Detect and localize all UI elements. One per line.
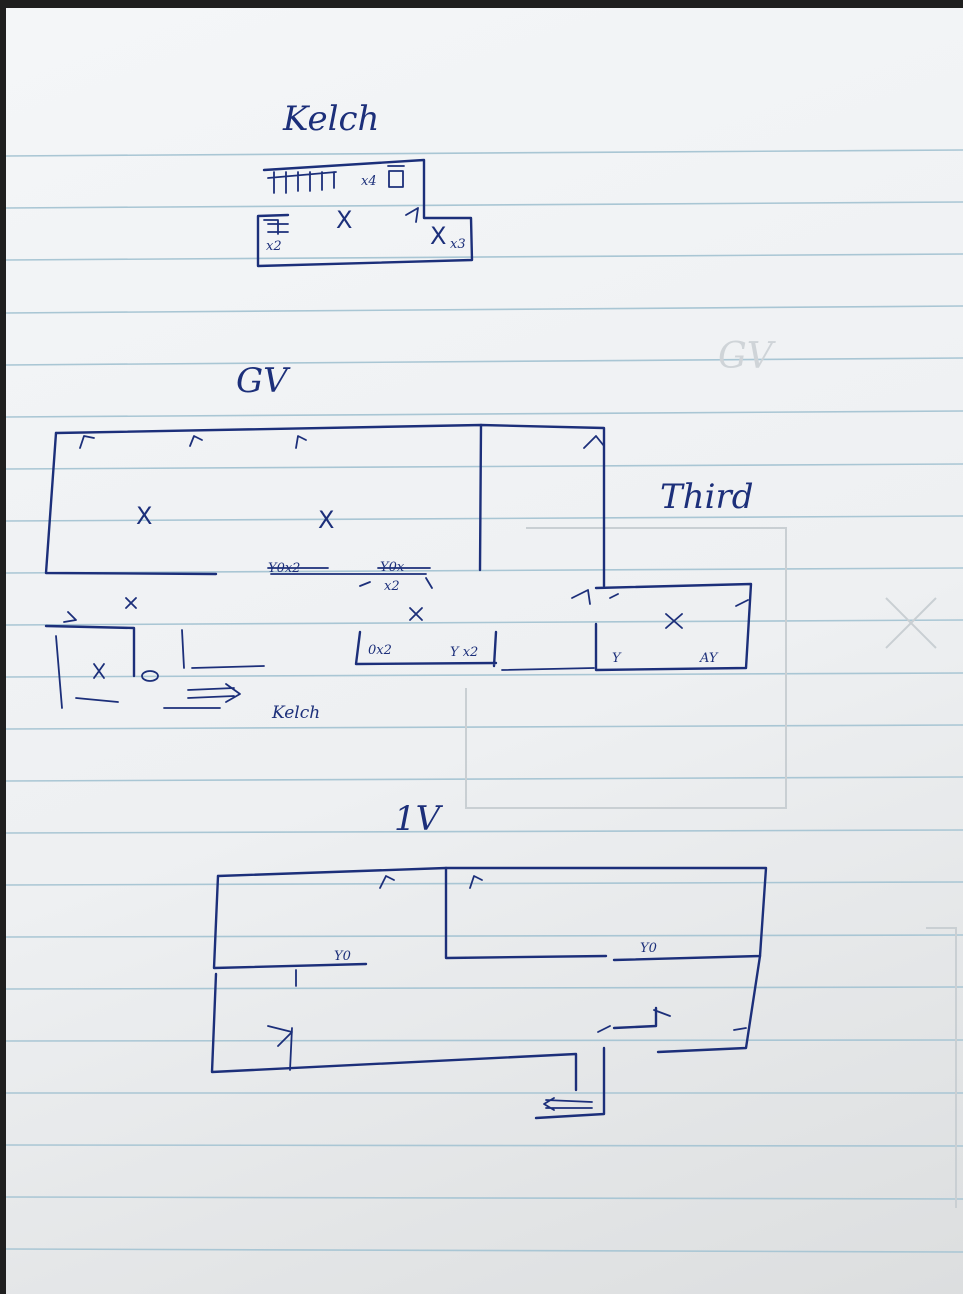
bleed-through-sketch: GV xyxy=(465,336,957,1208)
first-floor-right-wall xyxy=(656,954,762,1054)
gv-label-2: Y0x xyxy=(380,560,405,575)
third-label-2: AY xyxy=(699,651,719,666)
living-room-left-wall xyxy=(44,431,218,576)
hall-cabinets xyxy=(354,630,498,668)
ruled-lines xyxy=(6,149,963,1253)
kitchen-title: Kelch xyxy=(282,99,379,139)
svg-text:X: X xyxy=(318,506,334,534)
gv-label-3: x2 xyxy=(384,579,400,594)
kitchen-outline xyxy=(256,158,474,268)
gv-label-1: Y0x2 xyxy=(268,561,300,576)
kitchen-label-x2: x2 xyxy=(266,239,282,254)
kitchen-room-label: Kelch xyxy=(271,703,320,723)
stair-wall xyxy=(534,1046,606,1120)
stair-opening xyxy=(612,1006,658,1030)
first-floor-divider xyxy=(444,866,608,960)
third-label-1: Y xyxy=(612,651,622,666)
kitchen-label-x4: x4 xyxy=(361,174,377,189)
first-floor-top-rooms xyxy=(216,866,768,962)
first-floor-left-room xyxy=(212,874,368,970)
first-floor-landing xyxy=(210,972,578,1092)
svg-text:X: X xyxy=(336,206,352,234)
ghost-title: GV xyxy=(718,336,777,377)
toilet-wall xyxy=(44,624,136,678)
ground-floor-sketch: GV X X Y0x2 Y0x x2 Kelch 0x2 Y x2 xyxy=(44,361,753,723)
floor-plan-sketch: GV Kelch x4 X X x3 x2 GV xyxy=(6,99,963,1253)
svg-text:X: X xyxy=(136,502,152,530)
gv-label-4: 0x2 xyxy=(368,643,392,658)
kitchen-sketch: Kelch x4 X X x3 x2 xyxy=(256,99,474,268)
gv-label-5: Y x2 xyxy=(450,645,478,660)
f1-label-1: Y0 xyxy=(334,949,351,964)
third-room-outline xyxy=(594,582,753,672)
first-floor-title: 1V xyxy=(394,799,444,839)
kitchen-label-x3: x3 xyxy=(450,237,466,252)
svg-text:X: X xyxy=(430,222,446,250)
living-room-divider xyxy=(478,423,483,572)
living-room-top-wall xyxy=(54,423,606,588)
notebook-page: GV Kelch x4 X X x3 x2 GV xyxy=(6,8,963,1294)
third-room-title: Third xyxy=(660,477,753,517)
first-floor-sketch: 1V Y0 Y0 xyxy=(210,799,768,1120)
ground-floor-title: GV xyxy=(236,361,291,401)
f1-label-2: Y0 xyxy=(640,941,657,956)
